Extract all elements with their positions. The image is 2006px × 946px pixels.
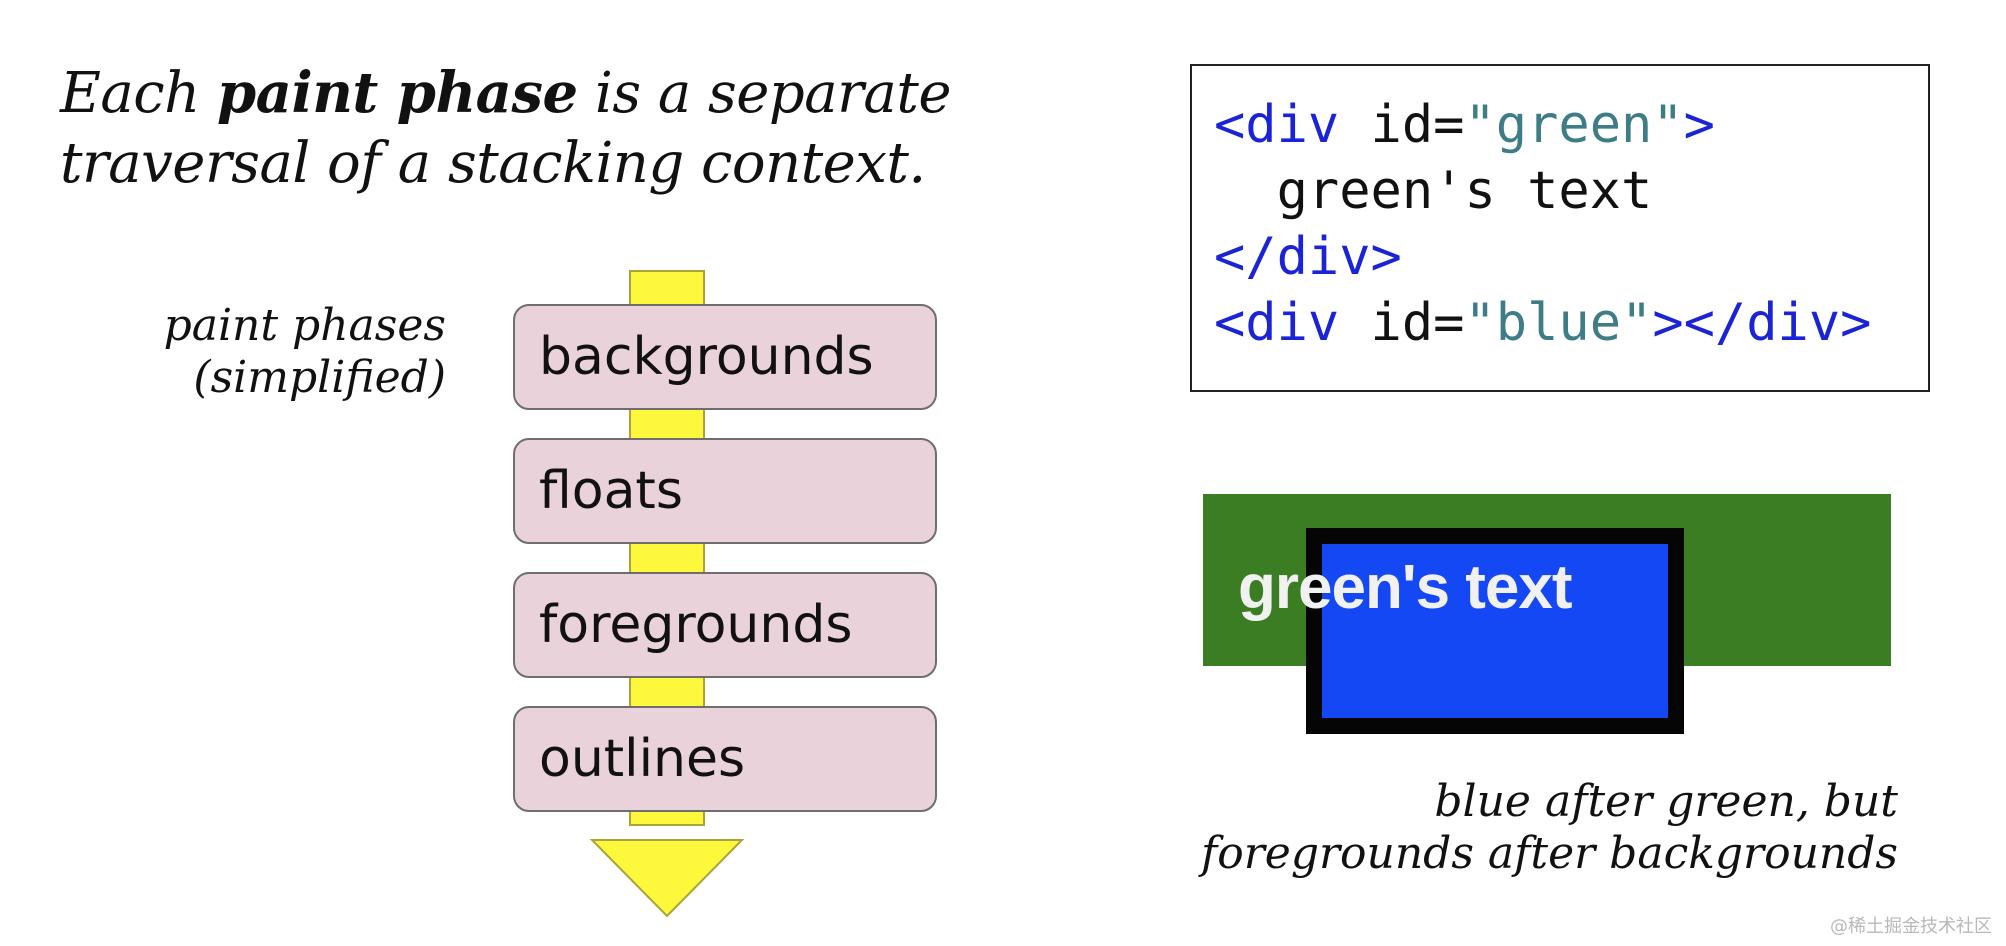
code-snippet: <div id="green"> green's text</div><div … (1190, 64, 1930, 392)
phase-foregrounds: foregrounds (513, 572, 937, 678)
title-prefix: Each (60, 61, 217, 126)
code-attr: id= (1339, 95, 1465, 155)
slide-title: Each paint phase is a separate traversal… (60, 58, 951, 199)
blue-div-render (1306, 528, 1684, 734)
code-string: "blue" (1464, 293, 1653, 353)
phase-outlines: outlines (513, 706, 937, 812)
code-tag: <div (1214, 95, 1340, 155)
phase-floats: floats (513, 438, 937, 544)
traversal-arrow-head (590, 839, 744, 918)
code-tag: ></div> (1652, 293, 1872, 353)
title-line1-suffix: is a separate (577, 61, 952, 126)
watermark: @稀土掘金技术社区 (1830, 916, 1992, 937)
code-tag: <div (1214, 293, 1340, 353)
code-line-2: green's text (1214, 161, 1653, 221)
code-attr: id= (1339, 293, 1465, 353)
caption-line2: foregrounds after backgrounds (1200, 828, 1898, 879)
code-line-4: <div id="blue"></div> (1214, 290, 1928, 356)
phase-backgrounds: backgrounds (513, 304, 937, 410)
caption-line1: blue after green, but (1434, 776, 1898, 827)
paint-phases-label: paint phases (simplified) (150, 300, 446, 404)
title-line2: traversal of a stacking context. (60, 131, 926, 196)
code-string: "green" (1464, 95, 1684, 155)
demo-caption: blue after green, but foregrounds after … (1180, 776, 1898, 880)
side-label-line2: (simplified) (193, 352, 446, 403)
code-line-3: </div> (1214, 227, 1402, 287)
code-line-1: <div id="green"> (1214, 92, 1928, 158)
code-tag: > (1683, 95, 1715, 155)
title-bold-term: paint phase (217, 60, 578, 126)
side-label-line1: paint phases (163, 300, 446, 351)
green-div-text: green's text (1238, 553, 1573, 622)
